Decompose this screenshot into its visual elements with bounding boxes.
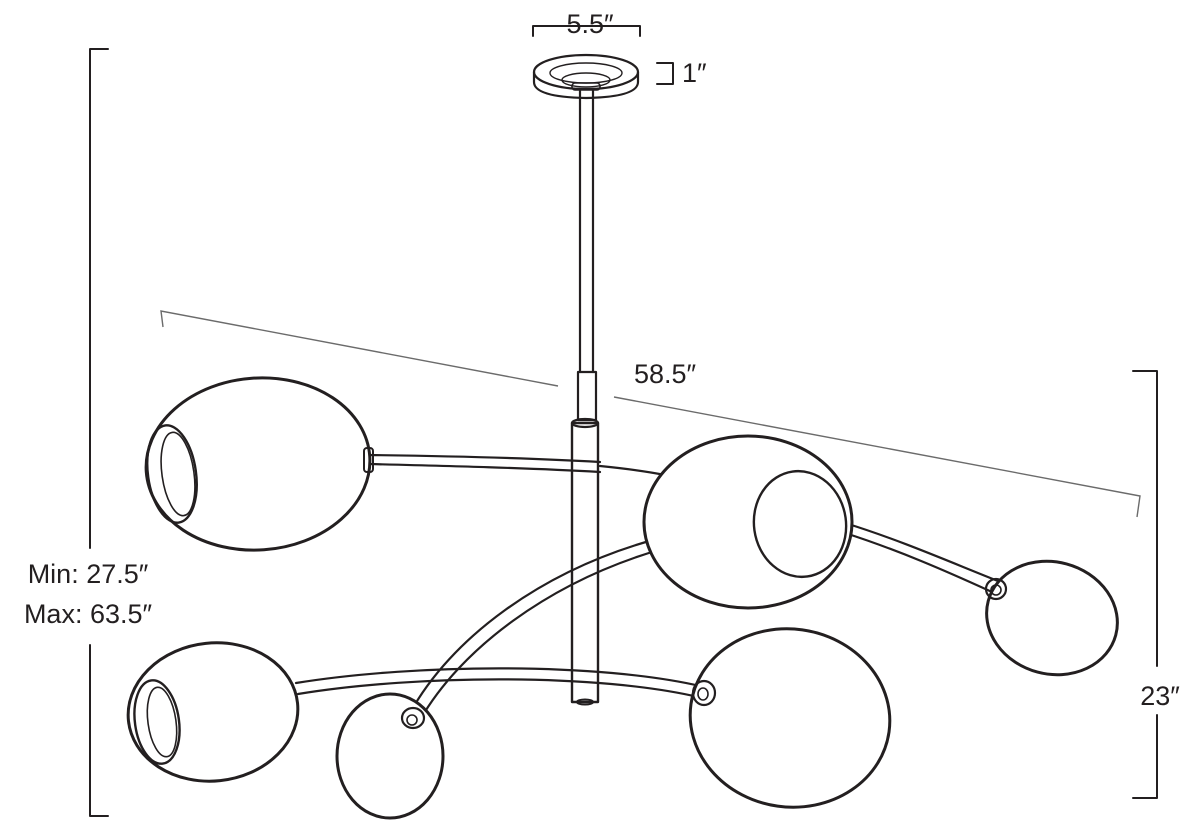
globe-shade-center-large xyxy=(642,434,854,610)
overall-width-dimension: 58.5″ xyxy=(160,310,1141,518)
overall-height-min-label: Min: 27.5″ xyxy=(28,559,149,589)
globe-shade-lower-middle xyxy=(335,692,445,820)
canopy-width-dimension: 5.5″ xyxy=(532,9,641,39)
canopy xyxy=(532,53,640,100)
arms-front xyxy=(294,536,702,722)
globe-shade-upper-left xyxy=(144,376,374,552)
overall-height-max-label: Max: 63.5″ xyxy=(24,599,153,629)
globe-shade-lower-left xyxy=(126,641,300,783)
fixture-height-label: 23″ xyxy=(1140,681,1180,711)
center-body xyxy=(570,417,600,706)
globe-shade-right-small xyxy=(984,559,1119,677)
stem xyxy=(576,88,598,422)
canopy-height-dimension: 1″ xyxy=(656,58,707,88)
canopy-width-label: 5.5″ xyxy=(566,9,614,39)
globe-shade-lower-right xyxy=(688,627,892,809)
overall-width-label: 58.5″ xyxy=(634,359,697,389)
canopy-height-label: 1″ xyxy=(682,58,707,88)
fixture-height-dimension: 23″ xyxy=(1132,370,1180,799)
overall-height-dimension: Min: 27.5″ Max: 63.5″ xyxy=(24,48,153,817)
